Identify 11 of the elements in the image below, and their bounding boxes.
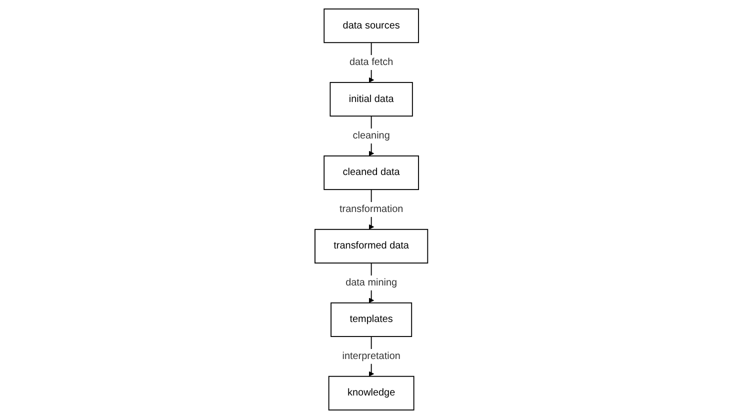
node-box: data sources xyxy=(324,8,420,44)
edge-label: transformation xyxy=(340,204,404,214)
edge-label: data mining xyxy=(346,277,398,288)
node-box: templates xyxy=(330,302,412,337)
node-box: transformed data xyxy=(314,228,428,264)
node-box: knowledge xyxy=(328,376,414,410)
edge-label: interpretation xyxy=(342,350,401,362)
edge-label: cleaning xyxy=(352,130,390,142)
node-box: initial data xyxy=(330,82,414,117)
node-box: cleaned data xyxy=(324,155,420,190)
edge-label: data fetch xyxy=(350,56,394,68)
